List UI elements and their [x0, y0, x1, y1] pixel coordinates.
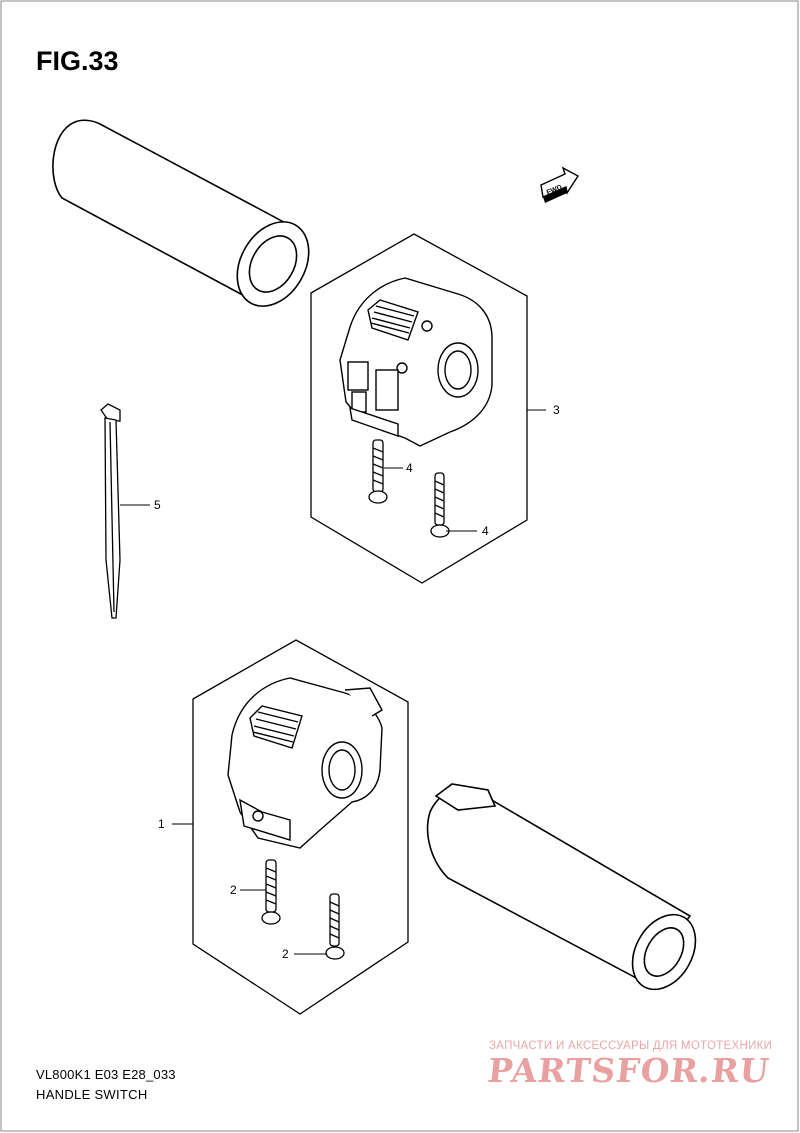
- cable-tie-icon: [100, 403, 121, 619]
- callout-2b: 2: [282, 947, 289, 961]
- watermark-brand-logo: PARTSFOR.RU: [485, 1051, 772, 1090]
- model-code: VL800K1 E03 E28_033: [36, 1067, 176, 1082]
- callout-4a: 4: [406, 461, 413, 475]
- group-outline-left: [192, 639, 409, 1015]
- screw-lower-a-icon: [261, 859, 281, 925]
- screw-lower-b-icon: [325, 893, 345, 960]
- callout-1: 1: [158, 817, 165, 831]
- screw-upper-b-icon: [430, 472, 450, 538]
- figure-title: FIG.33: [36, 46, 119, 76]
- group-outline-right: [310, 233, 528, 584]
- part-group-name: HANDLE SWITCH: [36, 1087, 148, 1102]
- callout-4b: 4: [482, 524, 489, 538]
- watermark-tagline: ЗАПЧАСТИ И АКСЕССУАРЫ ДЛЯ МОТОТЕХНИКИ: [489, 1040, 773, 1052]
- callout-5: 5: [154, 498, 161, 512]
- handle-switch-right: [339, 277, 493, 447]
- throttle-grip: [426, 783, 697, 991]
- callout-3: 3: [553, 403, 560, 417]
- callout-2a: 2: [230, 883, 237, 897]
- screw-upper-a-icon: [368, 439, 388, 504]
- handle-grip-upper: [52, 119, 310, 307]
- fwd-arrow-icon: FWD: [540, 166, 580, 203]
- callout-leaders: [120, 409, 546, 955]
- handle-switch-left: [227, 677, 383, 849]
